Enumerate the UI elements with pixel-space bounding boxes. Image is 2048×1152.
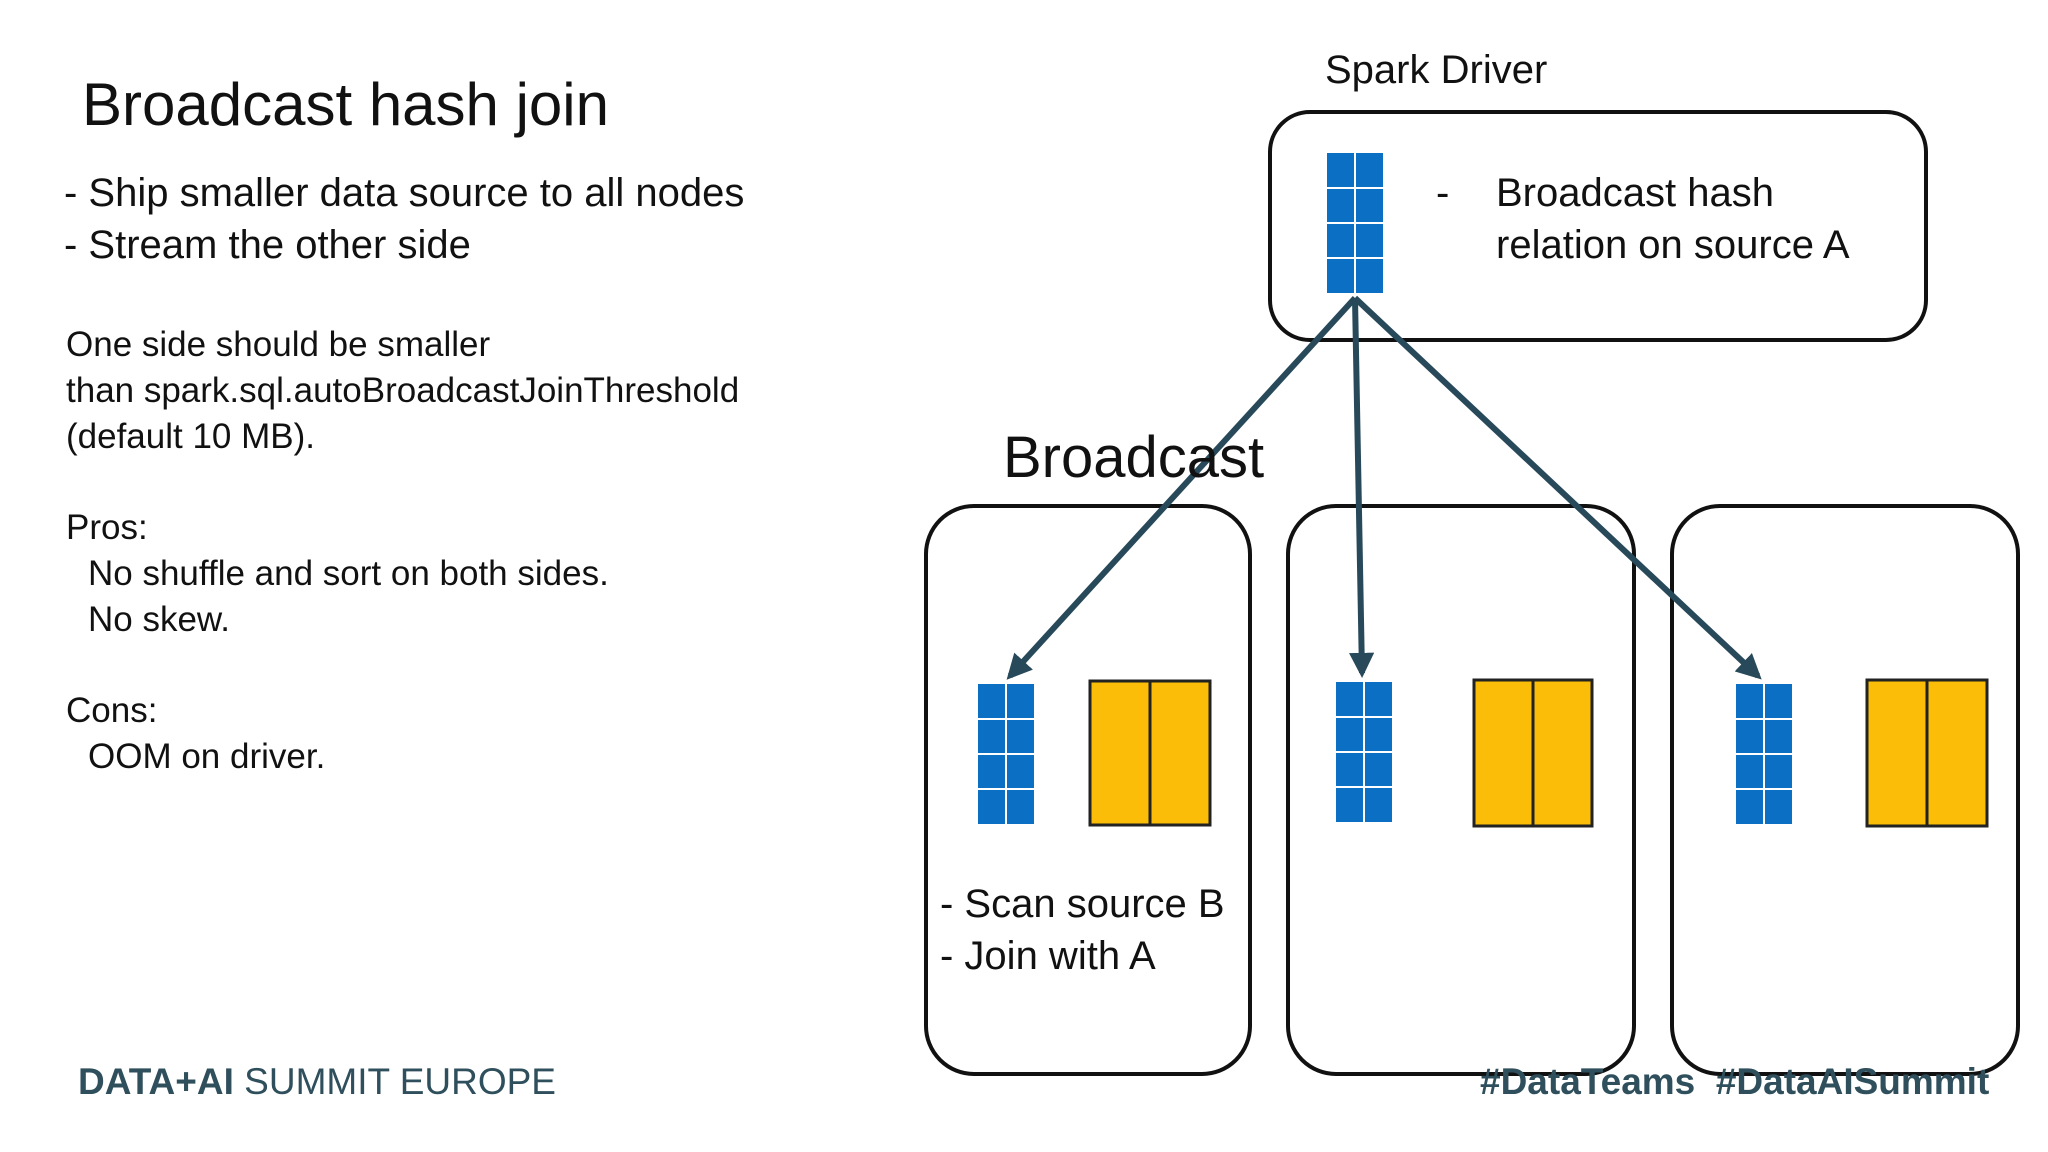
pros-item: No shuffle and sort on both sides. — [88, 554, 609, 593]
cons-heading: Cons: — [66, 691, 158, 730]
pros-item: No skew. — [88, 600, 230, 639]
hash-table-icon — [1336, 682, 1392, 822]
cons-item: OOM on driver. — [88, 737, 326, 776]
threshold-line: (default 10 MB). — [66, 417, 315, 456]
driver-note-dash: - — [1436, 171, 1450, 215]
summary-bullets: - Ship smaller data source to all nodes … — [64, 167, 744, 271]
driver-note-line: relation on source A — [1496, 223, 1850, 267]
summit-logo-strong: DATA+AI — [78, 1061, 234, 1102]
bullet-stream-other: - Stream the other side — [64, 223, 471, 267]
bullet-ship-smaller: - Ship smaller data source to all nodes — [64, 171, 745, 215]
hash-table-icon — [1327, 153, 1383, 293]
broadcast-arrow — [1006, 295, 1358, 680]
summit-logo-rest: SUMMIT EUROPE — [233, 1061, 556, 1102]
slide-title: Broadcast hash join — [82, 71, 609, 138]
hash-table-icon — [1736, 684, 1792, 824]
summit-logo: DATA+AI SUMMIT EUROPE — [78, 1058, 556, 1106]
cons-section: Cons: OOM on driver. — [66, 688, 325, 780]
hash-table-icon — [978, 684, 1034, 824]
broadcast-arrow — [1349, 297, 1375, 679]
executor-note-line: - Scan source B — [940, 882, 1225, 926]
driver-note-body: Broadcast hash relation on source A — [1496, 167, 1850, 271]
pros-heading: Pros: — [66, 508, 148, 547]
threshold-line: One side should be smaller — [66, 325, 491, 364]
broadcast-label: Broadcast — [1003, 425, 1265, 490]
driver-box — [1268, 110, 1928, 342]
broadcast-arrow — [1352, 295, 1762, 680]
pros-section: Pros: No shuffle and sort on both sides.… — [66, 505, 609, 643]
hashtags: #DataTeams #DataAISummit — [1480, 1061, 1990, 1102]
executor-box — [1286, 504, 1636, 1076]
executor-note: - Scan source B - Join with A — [940, 878, 1225, 982]
executor-box — [1670, 504, 2020, 1076]
executor-box — [924, 504, 1252, 1076]
data-source-icon — [1865, 678, 1989, 828]
data-source-icon — [1472, 678, 1594, 828]
data-source-icon — [1088, 679, 1212, 827]
executor-note-line: - Join with A — [940, 934, 1156, 978]
threshold-line: than spark.sql.autoBroadcastJoinThreshol… — [66, 371, 740, 410]
driver-label: Spark Driver — [1325, 48, 1548, 92]
driver-note-line: Broadcast hash — [1496, 171, 1774, 215]
threshold-note: One side should be smaller than spark.sq… — [66, 322, 739, 460]
